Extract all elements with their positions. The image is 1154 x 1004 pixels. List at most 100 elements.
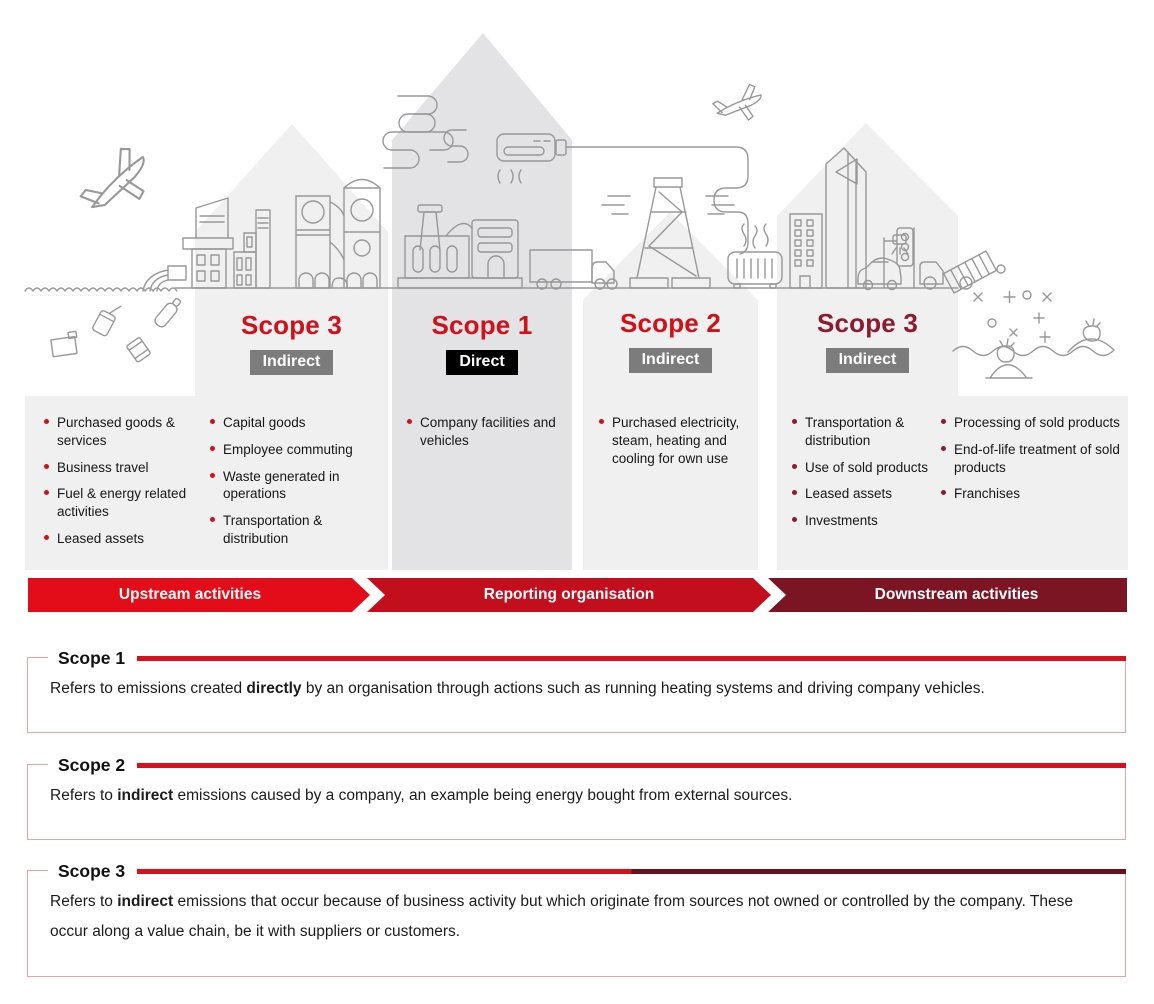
scatter-marks-icon <box>973 264 1052 343</box>
list-item: Transportation & distribution <box>792 414 934 450</box>
section-scope1-header: Scope 1 Direct <box>392 310 572 375</box>
bullet-icon <box>599 419 604 424</box>
power-cord <box>565 146 749 255</box>
downstream-list-panel <box>777 396 1128 570</box>
info-box-text: Refers to indirect emissions caused by a… <box>50 787 793 804</box>
chevron-right-icon <box>352 578 385 612</box>
info-box-title: Scope 3 <box>48 860 138 882</box>
bullet-icon <box>210 517 215 523</box>
info-box-title: Scope 2 <box>48 754 138 776</box>
bullet-icon <box>44 419 49 424</box>
list-item: Franchises <box>941 485 1125 503</box>
scope1-house-panel <box>392 33 572 570</box>
air-conditioner-icon <box>496 133 749 255</box>
bullet-icon <box>792 419 797 424</box>
upstream-list-panel <box>25 396 388 570</box>
bullet-icon <box>210 419 215 424</box>
scope2-info-box: Scope 2 Refers to indirect emissions cau… <box>27 754 1126 840</box>
list-item: Fuel & energy related activities <box>44 485 196 521</box>
flow-bar-graphic <box>28 578 1127 612</box>
heater-icon <box>727 223 783 289</box>
section-scope2-header: Scope 2 Indirect <box>583 308 758 373</box>
flow-reporting-label: Reporting organisation <box>483 586 655 603</box>
flow-upstream-label: Upstream activities <box>118 586 262 603</box>
water-waves-icon <box>24 287 178 292</box>
bullet-icon <box>792 490 797 496</box>
scope2-house-panel <box>583 212 758 570</box>
bullet-icon <box>44 535 49 541</box>
scope3-info-box: Scope 3 Refers to indirect emissions tha… <box>27 860 1126 977</box>
scope1-list: Company facilities and vehicles <box>407 414 557 459</box>
traffic-light-icon <box>896 227 915 289</box>
list-item: Leased assets <box>792 485 934 503</box>
dump-truck-icon <box>919 250 998 294</box>
outfall-pipe-icon <box>142 265 187 292</box>
scope3-downstream-list-col1: Transportation & distribution Use of sol… <box>792 414 934 539</box>
list-item: Capital goods <box>210 414 382 432</box>
scope3-upstream-list-col2: Capital goods Employee commuting Waste g… <box>210 414 382 557</box>
bullet-icon <box>941 490 946 496</box>
scope2-info-legend: Scope 2 <box>48 752 1126 778</box>
section-scope3-upstream-header: Scope 3 Indirect <box>195 310 388 375</box>
small-airplane-icon <box>710 82 765 126</box>
section-title: Scope 3 <box>816 308 919 338</box>
bullet-icon <box>44 463 49 469</box>
transmission-tower-icon <box>601 177 735 289</box>
airplane-icon <box>69 140 162 225</box>
list-item: End-of-life treatment of sold products <box>941 441 1125 477</box>
scopes-illustration <box>24 33 1128 570</box>
scope1-info-box: Scope 1 Refers to emissions created dire… <box>27 647 1126 733</box>
info-box-rule <box>137 868 1126 874</box>
list-item: Leased assets <box>44 530 196 548</box>
list-item: Employee commuting <box>210 441 382 459</box>
scope3-info-legend: Scope 3 <box>48 858 1126 884</box>
bullet-icon <box>407 419 412 424</box>
indirect-badge: Indirect <box>628 348 713 373</box>
direct-badge: Direct <box>446 350 518 375</box>
floating-trash-icon <box>50 297 182 363</box>
landfill-dunes-icon <box>952 318 1115 379</box>
list-item: Purchased goods & services <box>44 414 196 450</box>
chevron-right-icon <box>753 578 786 612</box>
city-buildings-icon <box>182 178 381 289</box>
info-box-rule <box>137 655 1126 661</box>
car-icon <box>857 257 902 291</box>
steam-icon <box>741 223 769 249</box>
flow-bar: Upstream activities Reporting organisati… <box>0 578 1154 612</box>
cargo-truck-icon <box>529 249 618 290</box>
bullet-icon <box>44 490 49 496</box>
scope2-list: Purchased electricity, steam, heating an… <box>599 414 757 476</box>
bullet-icon <box>210 472 215 478</box>
upstream-segment <box>28 578 370 612</box>
section-scope3-downstream-header: Scope 3 Indirect <box>777 308 958 373</box>
bullet-icon <box>210 445 215 451</box>
indirect-badge: Indirect <box>249 350 334 375</box>
list-item: Waste generated in operations <box>210 468 382 504</box>
list-item: Investments <box>792 512 934 530</box>
scope3-downstream-list-col2: Processing of sold products End-of-life … <box>941 414 1125 512</box>
section-title: Scope 3 <box>240 310 343 340</box>
scope3-upstream-list-col1: Purchased goods & services Business trav… <box>44 414 196 557</box>
info-box-text: Refers to indirect emissions that occur … <box>50 893 1073 940</box>
list-item: Purchased electricity, steam, heating an… <box>599 414 757 467</box>
smoke-cloud-icon <box>382 95 469 169</box>
reporting-segment <box>370 578 770 612</box>
indirect-badge: Indirect <box>825 348 910 373</box>
flow-downstream-label: Downstream activities <box>874 586 1039 603</box>
bullet-icon <box>792 463 797 469</box>
section-title: Scope 2 <box>619 308 722 338</box>
bullet-icon <box>941 419 946 424</box>
bullet-icon <box>792 517 797 523</box>
info-box-title: Scope 1 <box>48 647 138 669</box>
info-box-rule <box>137 762 1126 768</box>
bullet-icon <box>941 445 946 451</box>
list-item: Processing of sold products <box>941 414 1125 432</box>
list-item: Business travel <box>44 459 196 477</box>
list-item: Transportation & distribution <box>210 512 382 548</box>
factory-icon <box>397 204 523 289</box>
section-title: Scope 1 <box>431 310 533 340</box>
skyscrapers-icon <box>789 147 867 289</box>
downstream-segment <box>770 578 1127 612</box>
scope1-info-legend: Scope 1 <box>48 645 1126 671</box>
